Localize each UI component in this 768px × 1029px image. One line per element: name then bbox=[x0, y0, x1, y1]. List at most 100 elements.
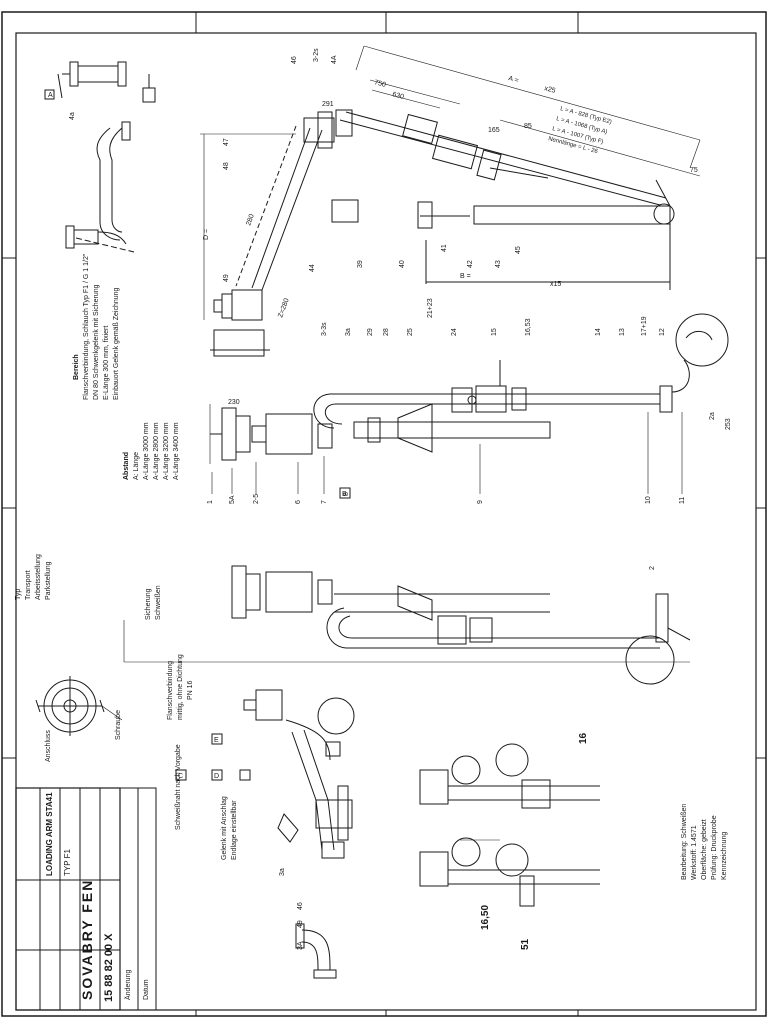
item-4a: 4a bbox=[69, 112, 76, 120]
note-top-left-3: E-Länge 300 mm, fixiert bbox=[103, 326, 110, 400]
revision-date: Datum bbox=[143, 979, 150, 1000]
item-3A-bottom: 3A bbox=[297, 941, 304, 950]
item-3-2s: 3-2s bbox=[313, 48, 320, 62]
note-mid-left-5: Schweißen bbox=[155, 585, 162, 620]
item-16: 16 bbox=[578, 732, 589, 744]
dim-230: 230 bbox=[228, 399, 240, 406]
item-48: 48 bbox=[223, 162, 230, 170]
item-45: 45 bbox=[515, 246, 522, 254]
note-flange-3: Schraube bbox=[115, 710, 122, 740]
item-17-19: 17+19 bbox=[641, 316, 648, 336]
item-8: 8 bbox=[343, 492, 350, 496]
drawing-number: 15 88 82 00 X bbox=[103, 933, 115, 1002]
note-bottom-right-0: Bearbeitung: Schweißen bbox=[681, 804, 688, 880]
item-11: 11 bbox=[679, 497, 686, 504]
note-top-left-0: Bereich bbox=[73, 354, 80, 380]
marker-D: D bbox=[214, 773, 219, 780]
item-14: 14 bbox=[595, 328, 602, 336]
item-44: 44 bbox=[309, 264, 316, 272]
item-46-bottom: 46 bbox=[297, 902, 304, 910]
dim-253: 253 bbox=[725, 418, 732, 430]
note-lengths-0: Abstand bbox=[123, 452, 130, 480]
item-25: 25 bbox=[407, 328, 414, 336]
note-lengths-4: A-Länge 3200 mm bbox=[163, 422, 170, 480]
dim-Z280: Z=280 bbox=[277, 297, 290, 318]
item-4A: 4A bbox=[331, 55, 338, 64]
note-mid-left-1: Transport bbox=[25, 570, 32, 600]
item-39: 39 bbox=[357, 260, 364, 268]
note-flange-0: Flanschverbindung bbox=[167, 661, 174, 720]
dim-x25: x25 bbox=[543, 85, 556, 95]
marker-A: A bbox=[48, 92, 53, 99]
item-46: 46 bbox=[291, 56, 298, 64]
detail-view-bottom-right bbox=[419, 743, 600, 907]
item-47: 47 bbox=[223, 138, 230, 146]
sheet-frame bbox=[1, 11, 767, 1017]
item-16-50: 16,50 bbox=[480, 905, 491, 930]
item-29: 29 bbox=[367, 328, 374, 336]
item-51: 51 bbox=[520, 938, 531, 950]
note-bottom-right-2: Oberfläche: gebeizt bbox=[701, 819, 708, 880]
item-1: 1 bbox=[207, 500, 214, 504]
item-3a-bottom: 3a bbox=[279, 868, 286, 876]
item-49-bottom: 49 bbox=[297, 920, 304, 928]
item-41: 41 bbox=[441, 244, 448, 252]
note-top-left-4: Einbauort Gelenk gemäß Zeichnung bbox=[113, 287, 120, 400]
note-lengths-2: A-Länge 3000 mm bbox=[143, 422, 150, 480]
note-mid-left-2: Arbeitsstellung bbox=[35, 554, 42, 600]
note-flange-4: Anschluss bbox=[45, 730, 52, 762]
note-bottom-center-3: Gelenk mit Anschlag bbox=[221, 796, 228, 860]
flange-detail bbox=[35, 676, 123, 736]
dim-A: A = bbox=[507, 75, 519, 84]
note-top-left-2: DN 80 Schwenkgelenk mit Sicherung bbox=[93, 284, 100, 400]
revision-header: Änderung bbox=[124, 970, 132, 1000]
dim-D: D = bbox=[203, 229, 210, 240]
item-10: 10 bbox=[645, 496, 652, 504]
item-24: 24 bbox=[451, 328, 458, 336]
note-mid-left-4: Sicherung bbox=[145, 588, 152, 620]
item-40: 40 bbox=[399, 260, 406, 268]
note-bottom-center-5: Schweißnaht nach Vorgabe bbox=[175, 744, 182, 830]
company-name: SOVABRY FEN bbox=[79, 879, 95, 1000]
item-9: 9 bbox=[477, 500, 484, 504]
labels: SOVABRY FEN 15 88 82 00 X LOADING ARM ST… bbox=[15, 48, 732, 1002]
title-block bbox=[15, 787, 157, 1011]
note-lengths-5: A-Länge 3400 mm bbox=[173, 422, 180, 480]
marker-B: B bbox=[342, 491, 347, 498]
dim-x15: x15 bbox=[550, 281, 561, 288]
note-bottom-right-1: Werkstoff: 1.4571 bbox=[691, 825, 698, 880]
assembly-view-lower bbox=[123, 565, 691, 685]
item-3-3s: 3-3s bbox=[321, 322, 328, 336]
item-5A: 5A bbox=[229, 495, 236, 504]
dim-750: 750 bbox=[373, 79, 386, 89]
assembly-view-top bbox=[200, 45, 701, 357]
dim-B: B = bbox=[460, 273, 471, 280]
detail-view-bottom-center bbox=[175, 689, 355, 979]
dim-2a: 2a bbox=[709, 412, 716, 420]
dim-630: 630 bbox=[391, 91, 404, 101]
note-bottom-center-4: Endlage einstellbar bbox=[231, 800, 238, 860]
dim-75: 75 bbox=[690, 167, 698, 174]
item-6: 6 bbox=[295, 500, 302, 504]
title-line-2: TYP F1 bbox=[63, 848, 72, 876]
note-lengths-3: A-Länge 2800 mm bbox=[153, 422, 160, 480]
note-mid-left-3: Parkstellung bbox=[45, 561, 52, 600]
item-7: 7 bbox=[321, 500, 328, 504]
item-28: 28 bbox=[383, 328, 390, 336]
note-flange-2: PN 16 bbox=[187, 680, 194, 700]
dim-85: 85 bbox=[524, 123, 532, 130]
note-bottom-right-4: Kennzeichnung bbox=[721, 832, 728, 880]
marker-C: C bbox=[178, 773, 183, 780]
marker-E: E bbox=[214, 737, 219, 744]
detail-view-top-left bbox=[44, 61, 156, 253]
item-21-23: 21+23 bbox=[427, 298, 434, 318]
item-2-lower: 2 bbox=[649, 566, 656, 570]
item-43: 43 bbox=[495, 260, 502, 268]
item-42: 42 bbox=[467, 260, 474, 268]
item-16-53: 16,53 bbox=[525, 318, 532, 336]
dim-291: 291 bbox=[322, 101, 334, 108]
note-flange-1: mittig, ohne Dichtung bbox=[177, 654, 184, 720]
note-mid-left-0: Typ bbox=[15, 589, 22, 600]
item-2-5: 2-5 bbox=[253, 494, 260, 504]
